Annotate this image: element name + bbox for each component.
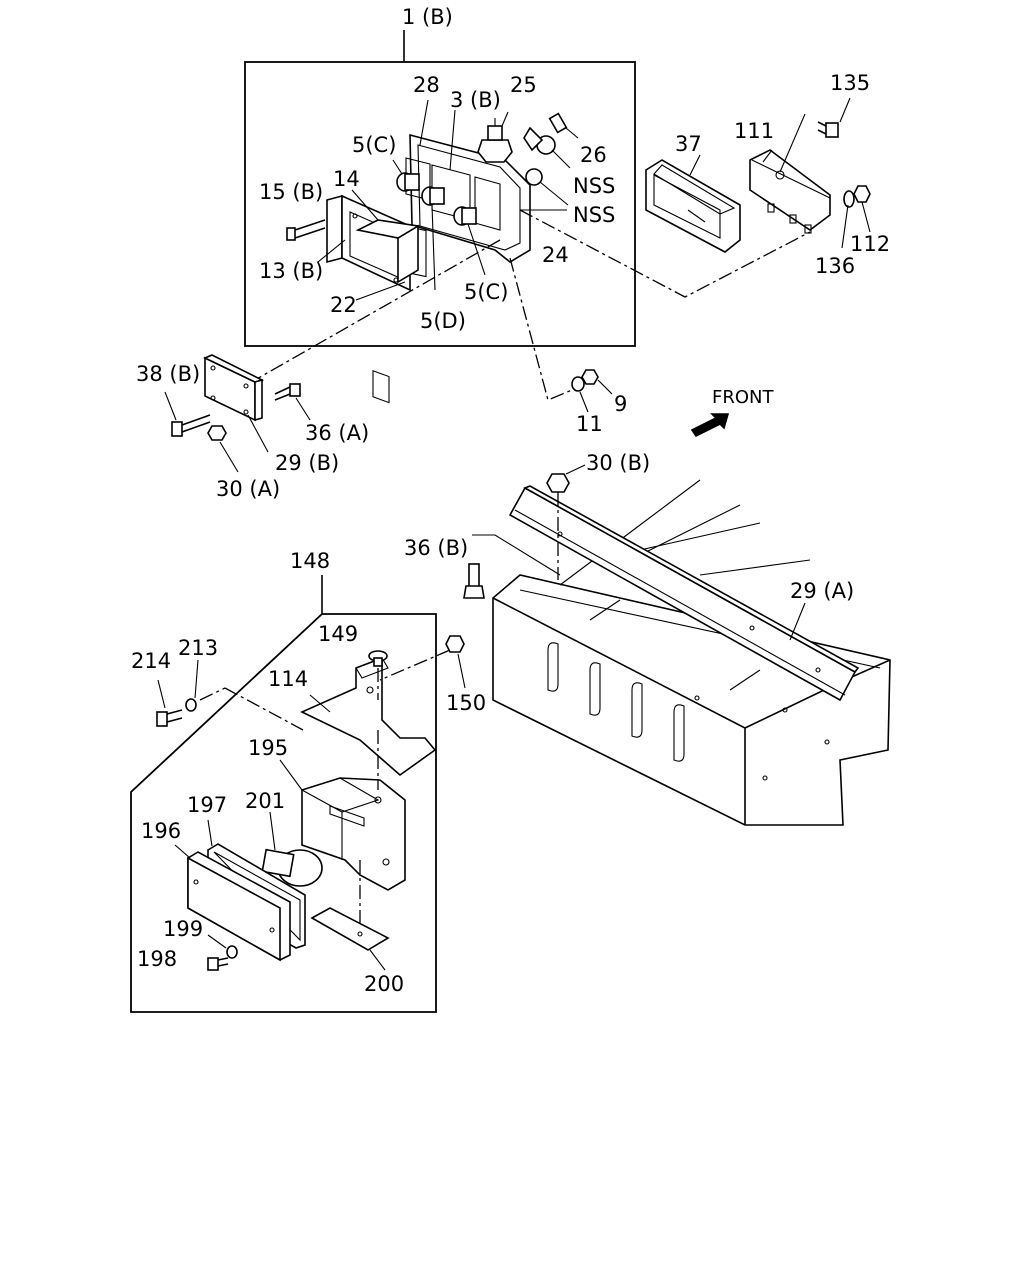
label-15b: 15 (B) <box>259 180 323 204</box>
label-29b: 29 (B) <box>275 451 339 475</box>
label-30a: 30 (A) <box>216 477 280 501</box>
lamp-housing-195 <box>279 730 406 930</box>
label-22: 22 <box>330 293 357 317</box>
label-200: 200 <box>364 972 404 996</box>
label-1b: 1 (B) <box>402 5 453 29</box>
label-nss-2: NSS <box>573 203 615 227</box>
callout-labels: 1 (B) 28 3 (B) 25 26 5(C) 14 15 (B) 13 (… <box>131 5 890 996</box>
screw-198 <box>207 957 229 971</box>
screw-149 <box>368 650 388 700</box>
label-26: 26 <box>580 143 607 167</box>
label-198: 198 <box>137 947 177 971</box>
nut-30a <box>207 425 239 473</box>
label-148: 148 <box>290 549 330 573</box>
lens-13b <box>326 194 411 404</box>
screw-26 <box>548 112 579 139</box>
nut-9 <box>581 369 613 395</box>
label-36a: 36 (A) <box>305 421 369 445</box>
plate-200 <box>310 907 390 971</box>
label-201: 201 <box>245 789 285 813</box>
label-135: 135 <box>830 71 870 95</box>
label-3b: 3 (B) <box>450 88 501 112</box>
socket-25 <box>477 111 513 163</box>
label-30b: 30 (B) <box>586 451 650 475</box>
label-13b: 13 (B) <box>259 259 323 283</box>
label-5d: 5(D) <box>420 309 466 333</box>
label-9: 9 <box>614 392 627 416</box>
label-196: 196 <box>141 819 181 843</box>
label-114: 114 <box>268 667 308 691</box>
bracket-114 <box>300 656 437 777</box>
washer-136 <box>841 190 855 249</box>
nut-30b <box>546 464 586 580</box>
plate-29b <box>203 354 269 453</box>
assembly-148-box <box>130 575 437 1013</box>
bolt-135 <box>817 97 851 138</box>
label-36b: 36 (B) <box>404 536 468 560</box>
label-150: 150 <box>446 691 486 715</box>
lens-196 <box>174 844 291 962</box>
label-213: 213 <box>178 636 218 660</box>
side-marker-37 <box>645 154 741 253</box>
washer-11 <box>571 376 589 413</box>
angle-bracket-29a <box>508 485 860 702</box>
bolt-214 <box>156 679 183 727</box>
nut-150 <box>379 635 466 689</box>
label-136: 136 <box>815 254 855 278</box>
washer-213 <box>185 659 304 731</box>
bracket-111 <box>749 113 831 234</box>
lamp-body-3b <box>405 99 531 278</box>
label-37: 37 <box>675 132 702 156</box>
front-arrow-icon <box>690 413 730 438</box>
nss-parts <box>520 126 571 211</box>
label-24: 24 <box>542 243 569 267</box>
washer-199 <box>207 934 238 959</box>
label-199: 199 <box>163 917 203 941</box>
bolt-36a <box>274 383 311 421</box>
label-111: 111 <box>734 119 774 143</box>
bulbs-5 <box>392 159 486 291</box>
label-29a: 29 (A) <box>790 579 854 603</box>
label-149: 149 <box>318 622 358 646</box>
bulb-201 <box>261 811 323 887</box>
label-197: 197 <box>187 793 227 817</box>
bolt-38b <box>164 391 211 437</box>
label-38b: 38 (B) <box>136 362 200 386</box>
assembly-1b-box <box>244 30 636 347</box>
nut-112 <box>853 185 871 233</box>
label-11: 11 <box>576 412 603 436</box>
bolt-15b <box>286 219 326 241</box>
alignment-lines-top <box>254 209 811 401</box>
label-214: 214 <box>131 649 171 673</box>
label-front: FRONT <box>712 387 774 408</box>
label-28: 28 <box>413 73 440 97</box>
label-14: 14 <box>333 167 360 191</box>
label-25: 25 <box>510 73 537 97</box>
label-5c-bot: 5(C) <box>464 280 508 304</box>
bracket-14 <box>351 189 421 284</box>
label-5c-top: 5(C) <box>352 133 396 157</box>
label-112: 112 <box>850 232 890 256</box>
bolt-36b <box>463 534 561 599</box>
label-195: 195 <box>248 736 288 760</box>
label-nss-1: NSS <box>573 174 615 198</box>
